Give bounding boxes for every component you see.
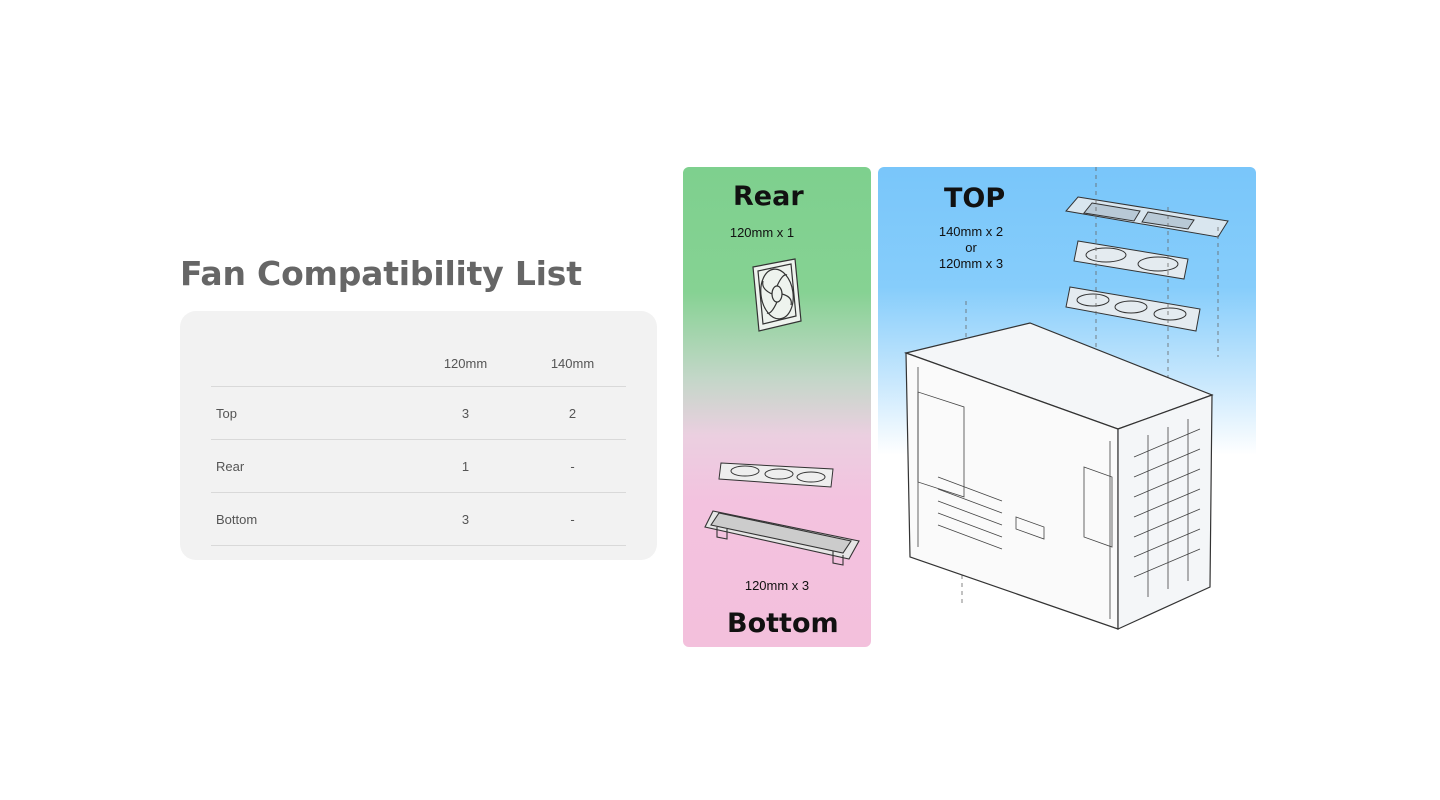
top-fans-icon xyxy=(1065,240,1201,332)
header-location xyxy=(211,341,412,387)
row-location: Top xyxy=(211,386,412,440)
rear-label: Rear xyxy=(733,181,804,212)
page-title: Fan Compatibility List xyxy=(180,254,582,293)
chassis-illustration xyxy=(903,167,1229,630)
table-row: Rear 1 - xyxy=(211,439,626,493)
row-120mm-count: 3 xyxy=(412,492,519,546)
top-fan-spec-line3: 120mm x 3 xyxy=(938,256,1004,271)
top-diagram-panel: TOP 140mm x 2 or 120mm x 3 xyxy=(878,167,1256,647)
row-120mm-count: 3 xyxy=(412,386,519,440)
chassis-frame-icon xyxy=(903,322,1214,630)
bottom-fan-spec: 120mm x 3 xyxy=(744,578,810,593)
bottom-label: Bottom xyxy=(727,608,839,639)
rear-fan-spec: 120mm x 1 xyxy=(729,225,795,240)
top-filter-plate-icon xyxy=(1065,196,1229,238)
row-location: Rear xyxy=(211,439,412,493)
row-140mm-count: - xyxy=(518,439,626,493)
fan-compatibility-table-card: 120mm 140mm Top 3 2 Rear 1 - Bottom 3 - xyxy=(180,311,657,560)
fan-compatibility-table: 120mm 140mm Top 3 2 Rear 1 - Bottom 3 - xyxy=(211,341,626,546)
fan-diagram-illustration xyxy=(704,258,860,566)
header-140mm: 140mm xyxy=(550,356,595,371)
rear-bottom-diagram-panel: Rear 120mm x 1 120mm x 3 Bottom xyxy=(683,167,871,647)
bottom-filter-tray-icon xyxy=(704,510,860,566)
header-120mm: 120mm xyxy=(443,356,488,371)
table-row: Bottom 3 - xyxy=(211,492,626,546)
row-location: Bottom xyxy=(211,492,412,546)
top-label: TOP xyxy=(944,183,1006,214)
row-120mm-count: 1 xyxy=(412,439,519,493)
table-header-row: 120mm 140mm xyxy=(211,341,626,387)
rear-fan-icon xyxy=(752,258,802,332)
bottom-fans-icon xyxy=(718,462,834,488)
row-140mm-count: - xyxy=(518,492,626,546)
row-140mm-count: 2 xyxy=(518,386,626,440)
top-fan-spec-line2: or xyxy=(965,240,977,255)
table-row: Top 3 2 xyxy=(211,386,626,440)
top-fan-spec-line1: 140mm x 2 xyxy=(938,224,1004,239)
